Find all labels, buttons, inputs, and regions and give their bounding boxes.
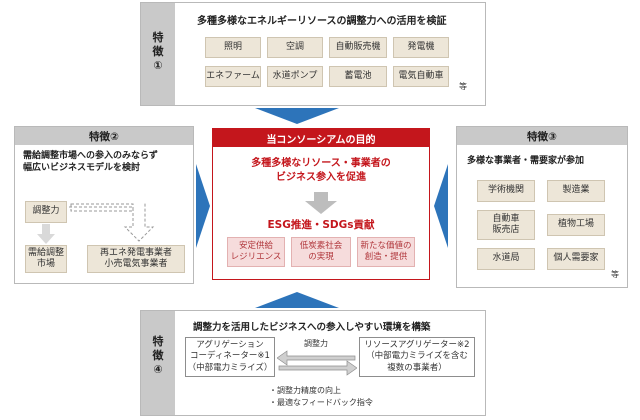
participant-water-bureau: 水道局 [477, 248, 535, 270]
participant-academia: 学術機関 [477, 180, 535, 202]
purpose-panel: 当コンソーシアムの目的 多種多様なリソース・事業者の ビジネス参入を促進 ESG… [212, 128, 430, 280]
capacity-to-business-dashed-arrow-icon [69, 203, 155, 242]
resource-storage-battery: 蓄電池 [329, 66, 387, 87]
capacity-to-market-arrow-icon [37, 224, 55, 244]
outcome-stable-supply: 安定供給 レジリエンス [227, 237, 285, 267]
purpose-goal: 多種多様なリソース・事業者の ビジネス参入を促進 [251, 158, 391, 183]
outcome-low-carbon: 低炭素社会 の実現 [291, 237, 351, 267]
renewable-retail-business-box: 再エネ発電事業者 小売電気事業者 [87, 245, 185, 273]
outcome-new-value: 新たな価値の 創造・提供 [357, 237, 415, 267]
feature-1-label: 特 徴 ① [152, 31, 164, 72]
arrow-up-icon [255, 292, 339, 308]
participant-car-dealer: 自動車 販売店 [477, 210, 535, 240]
resource-enefarm: エネファーム [205, 66, 261, 87]
feature-2-header: 特徴② [15, 127, 193, 145]
balancing-market-box: 需給調整 市場 [25, 245, 67, 273]
feature-4-label: 特 徴 ④ [152, 335, 164, 376]
participant-plant-factory: 植物工場 [547, 214, 605, 236]
resource-vending-machine: 自動販売機 [329, 37, 387, 58]
bullet-feedback: ・最適なフィードバック指令 [269, 397, 373, 407]
participant-individual: 個人需要家 [547, 248, 605, 270]
resource-lighting: 照明 [205, 37, 261, 58]
resource-air-conditioning: 空調 [267, 37, 323, 58]
feature-3-panel: 特徴③ 多様な事業者・需要家が参加 学術機関 製造業 自動車 販売店 植物工場 … [456, 126, 628, 288]
feature-4-title: 調整力を活用したビジネスへの参入しやすい環境を構築 [193, 322, 431, 333]
capacity-box: 調整力 [25, 201, 67, 223]
feature-4-panel: 特 徴 ④ 調整力を活用したビジネスへの参入しやすい環境を構築 アグリゲーション… [140, 310, 486, 416]
feature-4-bullets: ・調整力精度の向上 ・最適なフィードバック指令 [269, 385, 373, 408]
bidirectional-arrow-icon [277, 350, 357, 376]
feature-2-title: 需給調整市場への参入のみならず 幅広いビジネスモデルを検討 [23, 151, 158, 174]
feature-1-title: 多種多様なエネルギーリソースの調整力への活用を検証 [197, 16, 447, 27]
bullet-accuracy: ・調整力精度の向上 [269, 386, 341, 395]
resource-electric-vehicle: 電気自動車 [393, 66, 449, 87]
aggregation-coordinator-box: アグリゲーション コーディネーター※1 （中部電力ミライズ） [185, 337, 275, 377]
feature-3-header: 特徴③ [457, 127, 627, 145]
arrow-right-icon [196, 164, 210, 248]
feature-3-title: 多様な事業者・需要家が参加 [467, 156, 585, 166]
feature-1-label-tab: 特 徴 ① [141, 3, 175, 105]
participant-manufacturing: 製造業 [547, 180, 605, 202]
feature-1-panel: 特 徴 ① 多種多様なエネルギーリソースの調整力への活用を検証 照明 空調 自動… [140, 2, 486, 106]
capacity-arrow-label: 調整力 [304, 339, 328, 348]
resource-aggregator-box: リソースアグリゲーター※2 （中部電力ミライズを含む 複数の事業者） [359, 337, 475, 377]
arrow-down-icon [255, 108, 339, 124]
arrow-left-icon [434, 164, 448, 248]
purpose-header: 当コンソーシアムの目的 [213, 129, 429, 147]
feature-1-etc: 等 [459, 82, 467, 91]
resource-generator: 発電機 [393, 37, 449, 58]
feature-4-label-tab: 特 徴 ④ [141, 311, 175, 415]
feature-3-etc: 等 [611, 270, 619, 279]
purpose-result: ESG推進・SDGs貢献 [267, 219, 375, 231]
feature-2-panel: 特徴② 需給調整市場への参入のみならず 幅広いビジネスモデルを検討 調整力 需給… [14, 126, 194, 284]
resource-water-pump: 水道ポンプ [267, 66, 323, 87]
purpose-down-arrow-icon [305, 192, 337, 214]
